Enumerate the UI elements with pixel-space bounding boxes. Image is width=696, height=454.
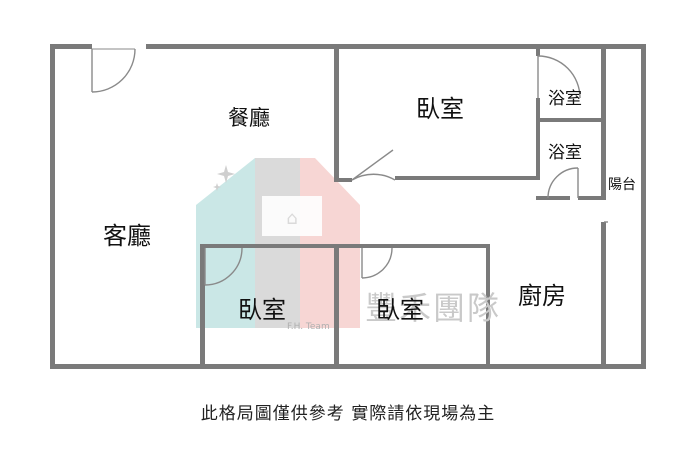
bedroom-left-door [204, 247, 243, 286]
watermark-logo: ⌂ [196, 158, 360, 328]
room-bedroom-left: 臥室 [238, 296, 286, 324]
room-bedroom-center: 臥室 [376, 296, 424, 324]
room-kitchen: 廚房 [518, 282, 566, 310]
bedroom-top-door [351, 149, 396, 181]
bathroom-top-door [537, 55, 581, 99]
sparkle-icon [213, 165, 235, 191]
doors [91, 48, 608, 286]
bathroom-mid-door [547, 167, 579, 199]
room-bedroom-top: 臥室 [416, 95, 464, 123]
watermark-name: 豐禾團隊 [365, 289, 502, 327]
room-balcony: 陽台 [608, 177, 636, 193]
room-dining: 餐廳 [228, 106, 270, 130]
room-living: 客廳 [103, 222, 151, 250]
room-bathroom-mid: 浴室 [548, 143, 582, 163]
entry-door [91, 48, 136, 93]
disclaimer-text: 此格局圖僅供參考 實際請依現場為主 [200, 404, 496, 424]
room-bathroom-top: 浴室 [548, 89, 582, 109]
bedroom-center-door [361, 247, 393, 279]
svg-text:⌂: ⌂ [286, 208, 297, 229]
watermark-abbrev: F.H. Team [287, 322, 330, 332]
walls [50, 44, 646, 369]
